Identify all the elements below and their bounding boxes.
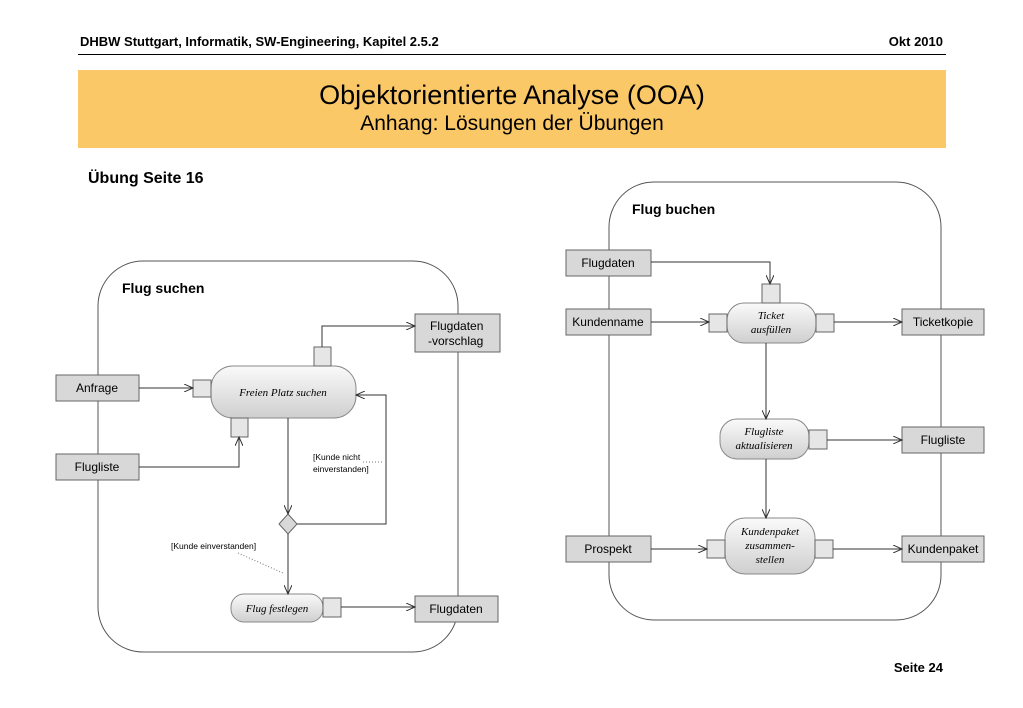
activity-label: Ticket xyxy=(758,310,785,322)
object-label: Prospekt xyxy=(584,542,632,556)
object-label: Flugliste xyxy=(921,433,966,447)
pin-input xyxy=(706,539,726,559)
pin-output xyxy=(313,346,332,367)
object-kundenpaket xyxy=(901,535,985,563)
activity-label: Flugliste xyxy=(743,426,783,438)
activity-frame xyxy=(608,181,942,621)
activity-label: zusammen- xyxy=(744,540,795,552)
pin-output xyxy=(322,597,342,618)
pin-input xyxy=(761,283,781,304)
guard-einverstanden: [Kunde einverstanden] xyxy=(171,541,256,551)
object-flugliste xyxy=(901,426,985,454)
header-date: Okt 2010 xyxy=(888,34,943,49)
object-label: -vorschlag xyxy=(428,334,483,348)
header-course: DHBW Stuttgart, Informatik, SW-Engineeri… xyxy=(80,34,439,49)
pin-input xyxy=(192,379,212,398)
diagram-title: Flug suchen xyxy=(122,280,204,296)
flow-vorschlag xyxy=(321,326,415,347)
slide-subtitle: Anhang: Lösungen der Übungen xyxy=(360,112,664,135)
object-label: Ticketkopie xyxy=(913,315,974,329)
flow-loop-back xyxy=(297,395,387,525)
activity-label: Flug festlegen xyxy=(245,603,309,615)
activity-ticket-ausfuellen xyxy=(726,302,817,344)
pin-input xyxy=(230,417,249,438)
activity-label: ausfüllen xyxy=(751,324,792,336)
guard-nicht-einverstanden: [Kunde nicht xyxy=(313,452,361,462)
object-flugdaten xyxy=(565,249,652,277)
object-label: Anfrage xyxy=(76,381,118,395)
pin-output xyxy=(815,313,835,333)
pin-output xyxy=(808,429,828,450)
object-flugliste xyxy=(55,453,140,481)
diagram-flug-buchen: Flug buchen Flugdaten Kundenname Prospek… xyxy=(565,181,985,621)
object-kundenname xyxy=(565,308,652,336)
decision-node xyxy=(278,513,298,535)
page-number: Seite 24 xyxy=(893,660,943,675)
object-label: Flugdaten xyxy=(429,602,482,616)
object-label: Kundenname xyxy=(572,315,644,329)
activity-label: Kundenpaket xyxy=(740,526,800,538)
object-label: Kundenpaket xyxy=(908,542,979,556)
flow-flugliste xyxy=(139,437,239,468)
object-ticketkopie xyxy=(901,308,985,336)
activity-frame xyxy=(97,260,459,653)
section-title: Übung Seite 16 xyxy=(88,170,204,187)
object-prospekt xyxy=(565,535,652,563)
activity-flugliste-aktualisieren xyxy=(719,418,810,460)
object-flugdaten xyxy=(414,595,499,623)
object-label: Flugliste xyxy=(75,460,120,474)
object-flugdatenvorschlag xyxy=(414,313,501,353)
slide-title: Objektorientierte Analyse (OOA) xyxy=(319,80,705,110)
activity-label: stellen xyxy=(756,554,785,566)
pin-input xyxy=(708,313,728,333)
activity-label: aktualisieren xyxy=(735,440,793,452)
activity-label: Freien Platz suchen xyxy=(238,387,327,399)
object-label: Flugdaten xyxy=(581,256,634,270)
object-label: Flugdaten xyxy=(430,319,483,333)
diagram-title: Flug buchen xyxy=(632,201,715,217)
pin-output xyxy=(814,539,834,559)
flow-flugdaten xyxy=(651,261,770,284)
header-divider xyxy=(78,54,946,55)
title-banner: Objektorientierte Analyse (OOA) Anhang: … xyxy=(78,70,946,148)
guard-connector xyxy=(237,552,284,574)
diagram-flug-suchen: Flug suchen Anfrage Flugliste Flugdaten … xyxy=(55,260,501,653)
guard-nicht-einverstanden: einverstanden] xyxy=(313,464,369,474)
